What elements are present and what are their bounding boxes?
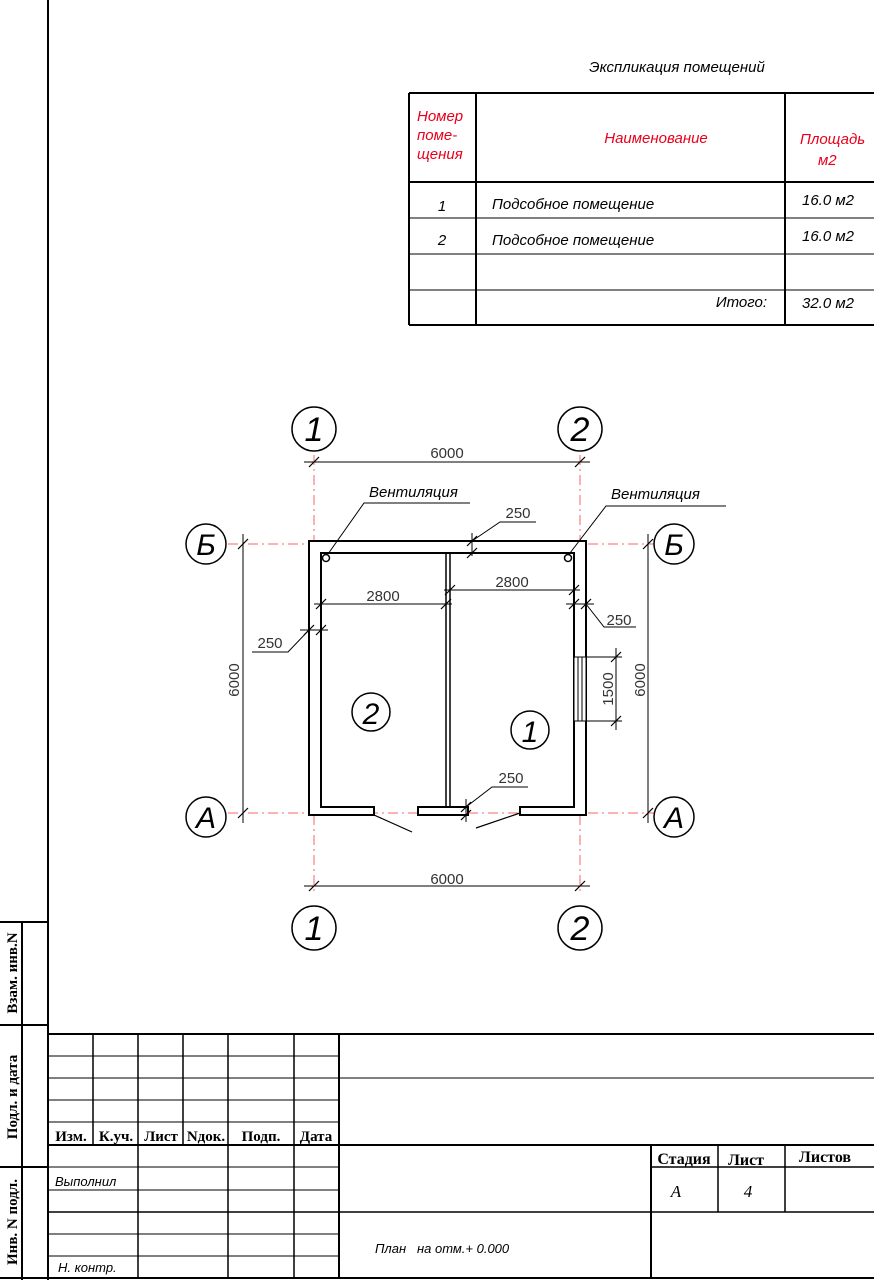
axis-1-top: 1 bbox=[305, 411, 324, 449]
header-name: Наименование bbox=[604, 130, 708, 147]
dim-room2-width bbox=[314, 598, 452, 610]
row-1-name: Подсобное помещение bbox=[492, 196, 654, 213]
dim-partition-label: 250 bbox=[498, 770, 523, 787]
dim-wall-right bbox=[566, 598, 636, 628]
sheets-header: Листов bbox=[799, 1149, 851, 1166]
room-marker-2 bbox=[351, 692, 391, 732]
row-2-name: Подсобное помещение bbox=[492, 232, 654, 249]
stage-header: Стадия bbox=[657, 1151, 711, 1168]
col-list: Лист bbox=[144, 1129, 178, 1145]
header-area: Площадь м2 bbox=[800, 131, 869, 169]
col-data: Дата bbox=[300, 1129, 333, 1145]
drawing-title: План на отм.+ 0.000 bbox=[375, 1241, 510, 1256]
dim-wall-left bbox=[252, 624, 328, 653]
room-marker-2-label: 2 bbox=[362, 698, 380, 731]
col-podp: Подп. bbox=[242, 1129, 281, 1145]
axis-lines bbox=[228, 455, 655, 895]
dim-bottom bbox=[304, 880, 590, 892]
dim-right bbox=[642, 534, 654, 823]
vypolnil-label: Выполнил bbox=[55, 1174, 117, 1189]
window bbox=[573, 656, 587, 722]
dim-room1-width bbox=[444, 584, 580, 596]
col-izm: Изм. bbox=[55, 1129, 87, 1145]
dim-wall-top-label: 250 bbox=[505, 505, 530, 522]
room-marker-1-label: 1 bbox=[522, 716, 539, 749]
total-value: 32.0 м2 bbox=[802, 295, 855, 312]
side-podl-label: Подл. и дата bbox=[5, 1054, 21, 1139]
vent-left-leader bbox=[327, 502, 470, 555]
row-1-number: 1 bbox=[438, 198, 446, 215]
dim-wall-right-label: 250 bbox=[606, 612, 631, 629]
dim-window bbox=[586, 648, 622, 730]
side-inv-label: Инв. N подл. bbox=[5, 1179, 21, 1265]
row-2-number: 2 bbox=[437, 232, 447, 249]
dim-top bbox=[304, 456, 590, 468]
dim-wall-top bbox=[466, 521, 536, 559]
dim-left bbox=[237, 534, 249, 823]
side-strip bbox=[0, 921, 48, 1280]
room-marker-1 bbox=[510, 710, 550, 750]
dim-left-label: 6000 bbox=[226, 663, 243, 696]
dim-room2-width-label: 2800 bbox=[366, 588, 399, 605]
vent-right-label: Вентиляция bbox=[611, 486, 700, 503]
total-label: Итого: bbox=[716, 294, 767, 311]
sheet-header: Лист bbox=[728, 1152, 764, 1169]
vent-right-leader bbox=[569, 505, 726, 554]
vent-right-icon bbox=[563, 553, 573, 563]
axis-a-right: А bbox=[662, 802, 684, 835]
axis-2-bottom: 2 bbox=[570, 910, 590, 948]
col-kuch: К.уч. bbox=[99, 1129, 134, 1145]
title-block-grid bbox=[48, 1033, 874, 1278]
axis-a-left: А bbox=[194, 802, 216, 835]
doors bbox=[373, 812, 521, 833]
vent-left-label: Вентиляция bbox=[369, 484, 458, 501]
axis-b-left: Б bbox=[196, 529, 216, 562]
explication-title: Экспликация помещений bbox=[589, 59, 765, 76]
explication-table bbox=[408, 92, 874, 326]
axis-1-bottom: 1 bbox=[305, 910, 324, 948]
dim-top-label: 6000 bbox=[430, 445, 463, 462]
row-1-area: 16.0 м2 bbox=[802, 192, 855, 209]
row-2-area: 16.0 м2 bbox=[802, 228, 855, 245]
walls bbox=[308, 540, 587, 816]
col-ndok: Nдок. bbox=[187, 1129, 226, 1145]
dim-room1-width-label: 2800 bbox=[495, 574, 528, 591]
header-number: Номер поме- щения bbox=[417, 108, 467, 163]
dim-wall-left-label: 250 bbox=[257, 635, 282, 652]
dim-bottom-label: 6000 bbox=[430, 871, 463, 888]
axis-b-right: Б bbox=[664, 529, 684, 562]
sheet-value: 4 bbox=[744, 1182, 753, 1201]
dim-partition bbox=[460, 786, 528, 822]
axis-bubbles bbox=[185, 406, 695, 951]
axis-2-top: 2 bbox=[570, 411, 590, 449]
stage-value: А bbox=[670, 1182, 682, 1201]
n-kontr-label: Н. контр. bbox=[58, 1260, 117, 1275]
dim-right-label: 6000 bbox=[632, 663, 649, 696]
side-vzam-label: Взам. инв.N bbox=[5, 932, 21, 1013]
vent-left-icon bbox=[321, 553, 331, 563]
dim-window-label: 1500 bbox=[600, 672, 617, 705]
